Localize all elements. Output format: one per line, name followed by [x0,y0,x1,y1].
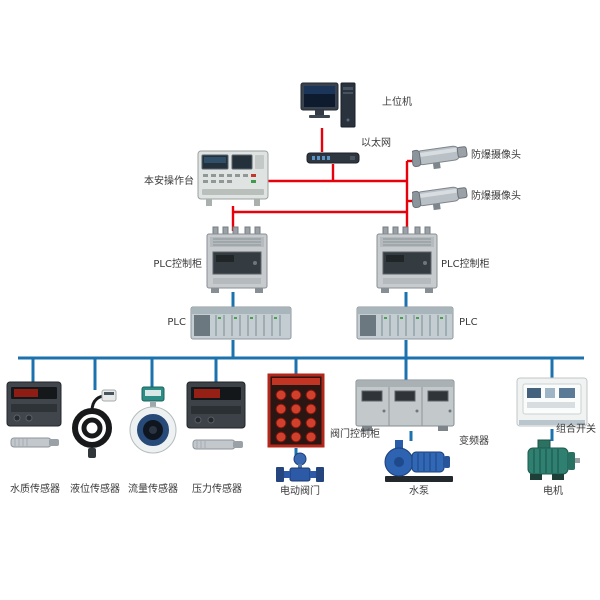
plc-right-label: PLC [459,317,478,328]
plc-cabinet-left-label: PLC控制柜 [153,259,202,270]
ethernet-switch-icon [306,151,360,165]
host-computer-icon [300,82,358,132]
plc-rack-left-icon [190,304,292,342]
ethernet-label: 以太网 [361,138,391,149]
console-icon [196,149,270,207]
flow-sensor-label: 流量传感器 [128,484,178,495]
plc-rack-right-icon [356,304,454,342]
flow-sensor-icon [125,386,181,456]
explosion-proof-camera-top-icon [412,140,470,172]
water-quality-sensor-label: 水质传感器 [10,484,60,495]
pressure-sensor-label: 压力传感器 [192,484,242,495]
motor-icon [524,438,582,484]
combination-switch-label: 组合开关 [556,424,596,435]
electric-valve-label: 电动阀门 [280,486,320,497]
water-quality-sensor-icon [5,380,65,456]
explosion-proof-camera-bottom-icon [412,181,470,213]
console-label: 本安操作台 [144,176,194,187]
camera-bottom-label: 防爆摄像头 [471,191,521,202]
combination-switch-icon [515,376,589,430]
plc-cabinet-right-label: PLC控制柜 [441,259,490,270]
valve-control-cabinet-label: 阀门控制柜 [330,429,380,440]
host-computer-label: 上位机 [382,97,412,108]
inverter-icon [354,378,456,432]
water-pump-label: 水泵 [409,486,429,497]
field-bus-lines [18,292,584,456]
camera-top-label: 防爆摄像头 [471,150,521,161]
inverter-label: 变频器 [459,436,489,447]
level-sensor-icon [70,386,120,460]
electric-valve-icon [273,452,327,484]
plc-left-label: PLC [167,317,186,328]
valve-control-cabinet-icon [265,372,327,450]
pressure-sensor-icon [185,380,249,458]
water-pump-icon [382,438,456,484]
plc-cabinet-left-icon [205,226,269,294]
level-sensor-label: 液位传感器 [70,484,120,495]
plc-cabinet-right-icon [375,226,439,294]
motor-label: 电机 [543,486,563,497]
